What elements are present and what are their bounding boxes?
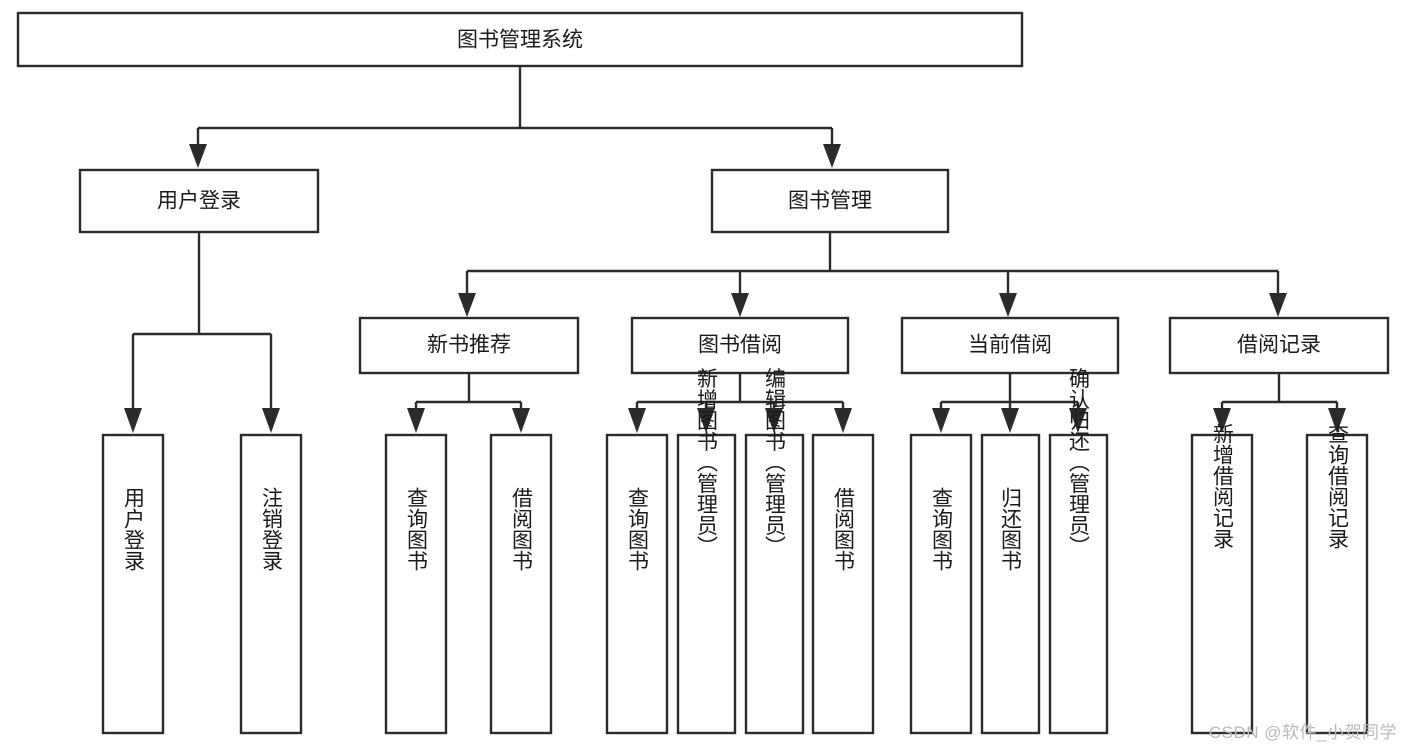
leaf-confirm-return-box — [1048, 433, 1109, 735]
leaf-query-book-b-box — [605, 433, 669, 735]
arrow-head-to-leaf-add-record — [1213, 408, 1231, 433]
node-book-borrow-box — [630, 316, 850, 375]
leaf-query-book-a-label: 查询图书 — [405, 487, 429, 571]
node-current-borrow-label: 当前借阅 — [968, 334, 1052, 357]
leaf-add-book[interactable]: 新增图书（管理员） — [676, 368, 737, 735]
node-book-manage-label: 图书管理 — [788, 190, 872, 213]
leaf-logout[interactable]: 注销登录 — [239, 433, 303, 735]
arrow-head-to-leaf-query-book-b — [628, 408, 646, 433]
node-current-borrow[interactable]: 当前借阅 — [900, 316, 1120, 375]
leaf-query-record-label: 查询借阅记录 — [1326, 423, 1350, 549]
leaf-confirm-return-label: 确认归还（管理员） — [1067, 368, 1091, 557]
edges-book-borrow-to-leaves — [628, 373, 852, 433]
node-user-login-label: 用户登录 — [157, 190, 241, 213]
leaf-add-book-box — [676, 433, 737, 735]
leaf-query-record[interactable]: 查询借阅记录 — [1305, 423, 1369, 735]
arrow-head-to-leaf-add-book — [697, 408, 715, 433]
leaf-query-book-c[interactable]: 查询图书 — [909, 433, 973, 735]
leaf-edit-book-label: 编辑图书（管理员） — [763, 368, 787, 557]
arrow-head-to-leaf-return-book — [1001, 408, 1019, 433]
arrow-head-to-leaf-query-book-c — [932, 408, 950, 433]
arrow-head-to-new-book-rec — [458, 293, 476, 317]
leaf-borrow-book-a-box — [489, 433, 553, 735]
arrow-head-to-leaf-borrow-book-b — [834, 408, 852, 433]
leaf-return-book-box — [980, 433, 1041, 735]
node-borrow-records-label: 借阅记录 — [1237, 334, 1321, 357]
node-current-borrow-box — [900, 316, 1120, 375]
leaf-logout-label: 注销登录 — [260, 487, 284, 571]
leaf-user-login[interactable]: 用户登录 — [101, 433, 165, 735]
edges-borrow-records-to-leaves — [1213, 373, 1346, 433]
leaf-query-book-c-box — [909, 433, 973, 735]
leaf-borrow-book-a[interactable]: 借阅图书 — [489, 433, 553, 735]
leaf-query-book-a-box — [384, 433, 448, 735]
node-borrow-records-box — [1168, 316, 1390, 375]
node-new-book-rec-label: 新书推荐 — [427, 334, 511, 357]
arrow-head-to-leaf-logout — [262, 408, 280, 433]
arrow-head-to-leaf-query-book-a — [407, 408, 425, 433]
leaf-borrow-book-b-label: 借阅图书 — [832, 487, 856, 571]
arrow-head-to-book-manage — [823, 144, 841, 168]
leaf-add-book-label: 新增图书（管理员） — [695, 368, 719, 557]
node-root[interactable]: 图书管理系统 — [16, 11, 1024, 68]
leaf-query-book-b-label: 查询图书 — [626, 487, 650, 571]
arrow-head-to-leaf-user-login — [124, 408, 142, 433]
node-book-manage-box — [710, 168, 950, 234]
edges-root-to-level2 — [189, 66, 841, 168]
arrow-head-to-borrow-records — [1269, 293, 1287, 317]
node-root-box — [16, 11, 1024, 68]
leaf-add-record-box — [1190, 433, 1254, 735]
leaf-borrow-book-b-box — [811, 433, 875, 735]
node-book-borrow[interactable]: 图书借阅 — [630, 316, 850, 375]
arrow-head-to-book-borrow — [731, 293, 749, 317]
leaf-user-login-label: 用户登录 — [122, 487, 146, 571]
leaf-return-book-label: 归还图书 — [999, 487, 1023, 571]
arrow-head-to-leaf-confirm-return — [1069, 408, 1087, 433]
leaf-query-book-a[interactable]: 查询图书 — [384, 433, 448, 735]
arrow-head-to-current-borrow — [999, 293, 1017, 317]
node-book-manage[interactable]: 图书管理 — [710, 168, 950, 234]
leaf-edit-book-box — [744, 433, 805, 735]
leaf-query-record-box — [1305, 433, 1369, 735]
node-borrow-records[interactable]: 借阅记录 — [1168, 316, 1390, 375]
arrow-head-to-leaf-edit-book — [765, 408, 783, 433]
node-root-label: 图书管理系统 — [457, 29, 583, 52]
leaf-return-book[interactable]: 归还图书 — [980, 433, 1041, 735]
edges-user-login-to-leaves — [124, 232, 280, 433]
edges-current-borrow-to-leaves — [932, 373, 1087, 433]
leaf-add-record[interactable]: 新增借阅记录 — [1190, 423, 1254, 735]
leaf-user-login-box — [101, 433, 165, 735]
arrow-head-to-leaf-borrow-book-a — [512, 408, 530, 433]
leaf-logout-box — [239, 433, 303, 735]
node-book-borrow-label: 图书借阅 — [698, 334, 782, 357]
node-user-login[interactable]: 用户登录 — [78, 168, 320, 234]
node-new-book-rec[interactable]: 新书推荐 — [358, 316, 580, 375]
leaf-query-book-b[interactable]: 查询图书 — [605, 433, 669, 735]
leaf-confirm-return[interactable]: 确认归还（管理员） — [1048, 368, 1109, 735]
leaf-add-record-label: 新增借阅记录 — [1211, 423, 1235, 549]
leaf-edit-book[interactable]: 编辑图书（管理员） — [744, 368, 805, 735]
edges-book-manage-to-level3 — [458, 232, 1287, 317]
edges-new-book-rec-to-leaves — [407, 373, 530, 433]
leaf-borrow-book-b[interactable]: 借阅图书 — [811, 433, 875, 735]
leaf-borrow-book-a-label: 借阅图书 — [510, 487, 534, 571]
arrow-head-to-leaf-query-record — [1328, 408, 1346, 433]
node-new-book-rec-box — [358, 316, 580, 375]
leaf-query-book-c-label: 查询图书 — [930, 487, 954, 571]
arrow-head-to-user-login — [189, 144, 207, 168]
csdn-watermark: CSDN @软件_小贺同学 — [1208, 723, 1397, 742]
